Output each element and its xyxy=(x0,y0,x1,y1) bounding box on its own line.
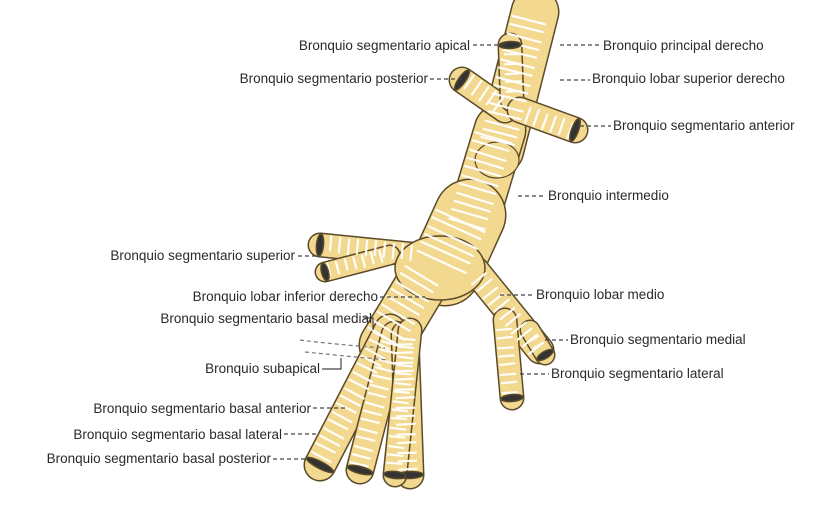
superior-segmental-branch-ring xyxy=(339,238,340,252)
lateral-segmental-branch xyxy=(505,320,512,398)
basal-medial-branch-ring xyxy=(388,454,402,455)
lateral-segmental-branch-ring xyxy=(501,374,515,375)
lateral-segmental-branch-ring xyxy=(502,382,516,383)
basal-anterior-branch-ring xyxy=(396,397,414,398)
lateral-segmental-branch-ring xyxy=(498,337,512,338)
lateral-segmental-branch-ring xyxy=(499,355,513,356)
basal-medial-branch-ring xyxy=(397,365,411,366)
label-right-inferior-lobar-bronchus: Bronquio lobar inferior derecho xyxy=(193,289,378,305)
basal-anterior-branch-ring xyxy=(399,469,417,470)
basal-anterior-branch-ring xyxy=(395,371,413,372)
label-basal-medial-segmental-bronchus: Bronquio segmentario basal medial xyxy=(160,311,372,327)
apical-segmental-branch-ring xyxy=(506,91,520,92)
basal-medial-branch-ring xyxy=(392,418,406,419)
apical-segmental-branch-ring xyxy=(505,64,519,65)
basal-medial-branch-ring xyxy=(390,436,404,437)
superior-segmental-branch-ring xyxy=(393,244,394,259)
basal-medial-branch-ring xyxy=(387,463,401,464)
apical-segmental-branch-ring xyxy=(506,73,520,74)
basal-anterior-branch-ring xyxy=(397,416,415,417)
label-apical-segmental-bronchus: Bronquio segmentario apical xyxy=(299,38,470,54)
lateral-segmental-branch-ring xyxy=(497,329,511,330)
label-basal-posterior-segmental-bronchus: Bronquio segmentario basal posterior xyxy=(47,451,271,467)
superior-segmental-branch-ring xyxy=(411,245,412,260)
basal-anterior-branch-ring xyxy=(399,461,417,462)
basal-anterior-branch-ring xyxy=(398,442,416,443)
lateral-segmental-branch-ring xyxy=(502,392,516,393)
lateral-segmental-branch-ring xyxy=(498,347,512,348)
label-medial-segmental-bronchus: Bronquio segmentario medial xyxy=(570,332,746,348)
superior-segmental-branch-ring xyxy=(384,242,385,256)
superior-segmental-branch-ring xyxy=(357,239,358,253)
superior-segmental-branch-ring xyxy=(402,244,403,258)
label-basal-anterior-segmental-bronchus: Bronquio segmentario basal anterior xyxy=(93,401,311,417)
superior-segmental-branch-ring xyxy=(330,236,331,250)
label-subapical-bronchus: Bronquio subapical xyxy=(205,361,320,377)
label-posterior-segmental-bronchus: Bronquio segmentario posterior xyxy=(240,71,428,87)
superior-segmental-branch-ring xyxy=(375,241,376,255)
label-intermediate-bronchus: Bronquio intermedio xyxy=(548,188,669,204)
label-lateral-segmental-bronchus: Bronquio segmentario lateral xyxy=(551,366,724,382)
basal-medial-branch-ring xyxy=(399,347,413,348)
label-superior-segmental-bronchus: Bronquio segmentario superior xyxy=(110,248,295,264)
basal-anterior-branch-ring xyxy=(396,379,414,380)
basal-medial-branch-ring xyxy=(393,410,407,411)
superior-segmental-branch-ring xyxy=(366,241,367,256)
leader-subapical-bracket xyxy=(322,358,341,369)
label-middle-lobar-bronchus: Bronquio lobar medio xyxy=(536,287,664,303)
basal-anterior-branch-ring xyxy=(395,352,413,353)
basal-medial-branch-ring xyxy=(395,391,409,392)
label-anterior-segmental-bronchus: Bronquio segmentario anterior xyxy=(613,118,795,134)
basal-medial-branch-ring xyxy=(396,373,410,374)
label-basal-lateral-segmental-bronchus: Bronquio segmentario basal lateral xyxy=(73,427,282,443)
basal-anterior-branch-ring xyxy=(397,424,415,425)
superior-segmental-branch-ring xyxy=(348,239,349,254)
label-right-main-bronchus: Bronquio principal derecho xyxy=(603,38,764,54)
label-right-superior-lobar-bronchus: Bronquio lobar superior derecho xyxy=(592,71,785,87)
